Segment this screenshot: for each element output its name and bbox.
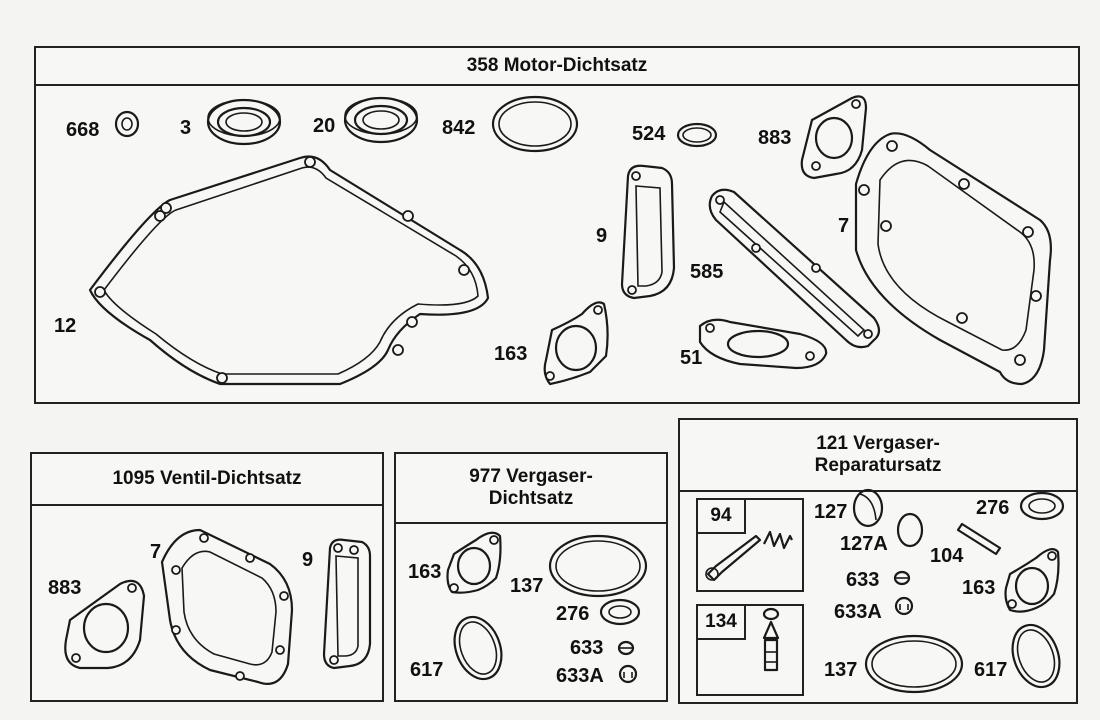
label-163: 163 <box>494 343 527 365</box>
label-carb-617: 617 <box>410 659 443 681</box>
o-ring-617-carb-icon <box>453 615 503 681</box>
label-12: 12 <box>54 315 76 337</box>
label-842: 842 <box>442 117 475 139</box>
seal-633a-repair-icon <box>894 596 914 616</box>
label-883: 883 <box>758 127 791 149</box>
seal-276-repair-icon <box>1019 491 1065 521</box>
gasket-585-icon <box>708 188 881 349</box>
gasket-163-repair-icon <box>1004 548 1060 613</box>
label-9: 9 <box>596 225 607 247</box>
label-rep-276: 276 <box>976 497 1009 519</box>
subkit-94-label: 94 <box>698 500 746 534</box>
label-rep-127: 127 <box>814 501 847 523</box>
label-carb-633a: 633A <box>556 665 604 687</box>
gasket-7-valve-icon <box>160 528 294 685</box>
oil-seal-20-icon <box>343 96 419 144</box>
gasket-9-valve-icon <box>322 538 372 670</box>
label-3: 3 <box>180 117 191 139</box>
label-carb-137: 137 <box>510 575 543 597</box>
label-rep-633a: 633A <box>834 601 882 623</box>
label-rep-633: 633 <box>846 569 879 591</box>
o-ring-617-repair-icon <box>1011 623 1061 689</box>
subkit-134: 134 <box>696 604 804 696</box>
label-rep-137: 137 <box>824 659 857 681</box>
gasket-12-crankcase-icon <box>88 155 490 386</box>
label-585: 585 <box>690 261 723 283</box>
carburetor-gasket-title-line2: Dichtsatz <box>488 488 574 509</box>
carburetor-repair-panel: 121 Vergaser- Reparatursatz 94 134 <box>678 418 1078 704</box>
carburetor-repair-title-line1: 121 Vergaser- <box>816 433 940 455</box>
seal-668-icon <box>114 110 140 138</box>
carburetor-gasket-panel: 977 Vergaser- Dichtsatz <box>394 452 668 702</box>
carburetor-gasket-title: 977 Vergaser- Dichtsatz <box>396 454 666 524</box>
seal-633-carb-icon <box>617 640 635 656</box>
label-668: 668 <box>66 119 99 141</box>
label-rep-127a: 127A <box>840 533 888 555</box>
seal-633-repair-icon <box>893 570 911 586</box>
label-carb-633: 633 <box>570 637 603 659</box>
label-20: 20 <box>313 115 335 137</box>
valve-gasket-title: 1095 Ventil-Dichtsatz <box>32 454 382 506</box>
gasket-51-icon <box>698 318 828 370</box>
gasket-9-icon <box>620 164 676 300</box>
carburetor-gasket-title-line1: 977 Vergaser- <box>469 466 593 488</box>
o-ring-524-icon <box>676 122 718 148</box>
label-rep-617: 617 <box>974 659 1007 681</box>
oil-seal-3-icon <box>206 98 282 146</box>
label-valve-9: 9 <box>302 549 313 571</box>
motor-gasket-title: 358 Motor-Dichtsatz <box>36 48 1078 86</box>
o-ring-137-repair-icon <box>864 634 964 694</box>
o-ring-842-icon <box>491 95 579 153</box>
gasket-163-carb-icon <box>446 531 502 594</box>
o-ring-137-carb-icon <box>548 534 648 598</box>
gasket-163-icon <box>543 301 609 386</box>
label-7: 7 <box>838 215 849 237</box>
subkit-134-label: 134 <box>698 606 746 640</box>
seal-276-carb-icon <box>599 598 641 626</box>
plug-127-icon <box>852 488 884 528</box>
needle-valve-icon <box>705 534 762 582</box>
seal-633a-carb-icon <box>618 664 638 684</box>
label-rep-163: 163 <box>962 577 995 599</box>
label-valve-7: 7 <box>150 541 161 563</box>
label-51: 51 <box>680 347 702 369</box>
label-valve-883: 883 <box>48 577 81 599</box>
float-needle-icon <box>762 607 780 672</box>
label-524: 524 <box>632 123 666 145</box>
gasket-883-valve-icon <box>64 579 146 670</box>
carburetor-repair-title: 121 Vergaser- Reparatursatz <box>680 420 1076 492</box>
label-carb-276: 276 <box>556 603 589 625</box>
label-rep-104: 104 <box>930 545 964 567</box>
carburetor-repair-title-line2: Reparatursatz <box>814 455 942 476</box>
gasket-7-head-icon <box>854 132 1052 386</box>
plug-127a-icon <box>896 512 924 548</box>
label-carb-163: 163 <box>408 561 441 583</box>
spring-icon <box>763 530 793 550</box>
gasket-883-icon <box>800 95 868 180</box>
pin-104-icon <box>956 522 1002 556</box>
